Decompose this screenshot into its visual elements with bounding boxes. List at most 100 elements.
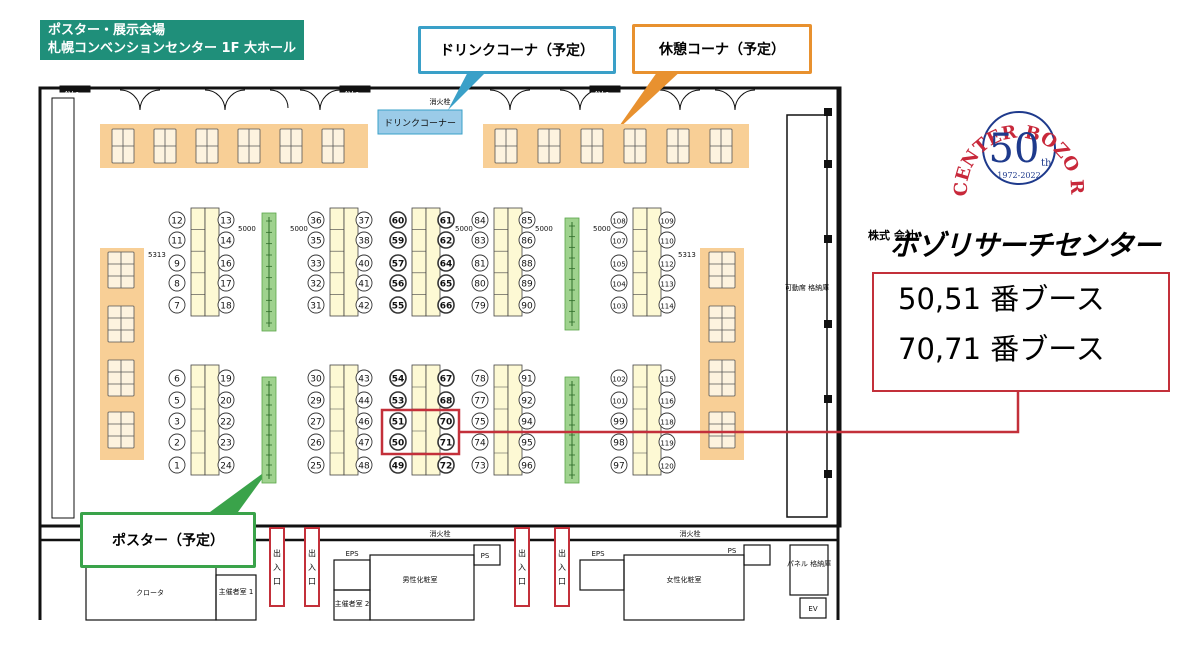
- booth-number: 62: [440, 237, 453, 247]
- booth-number: 41: [358, 280, 369, 290]
- booth-number: 94: [521, 418, 533, 428]
- booth-13: 13: [217, 211, 235, 229]
- booth-75: 75: [471, 412, 489, 430]
- exit-label-char: 入: [273, 563, 281, 572]
- exit-label-char: 入: [518, 563, 526, 572]
- booth-64: 64: [437, 254, 455, 272]
- booth-number: 120: [660, 463, 673, 471]
- booth-19: 19: [217, 369, 235, 387]
- booth-11: 11: [168, 231, 186, 249]
- poster-callout: ポスター（予定）: [80, 512, 256, 568]
- booth-number: 70: [440, 418, 453, 428]
- svg-text:主催者室 1: 主催者室 1: [219, 587, 254, 596]
- exit-label-char: 口: [558, 577, 566, 586]
- booth-74: 74: [471, 433, 489, 451]
- svg-text:PS: PS: [481, 552, 490, 560]
- booth-72: 72: [437, 456, 455, 474]
- booth-3: 3: [168, 412, 186, 430]
- rest-area-right: [483, 124, 749, 168]
- booth-strip: [493, 207, 509, 317]
- svg-text:男性化粧室: 男性化粧室: [403, 575, 438, 584]
- booth-number: 86: [521, 237, 533, 247]
- booth-59: 59: [389, 231, 407, 249]
- booth-60: 60: [389, 211, 407, 229]
- booth-2: 2: [168, 433, 186, 451]
- booth-strip: [190, 207, 206, 317]
- exit-3: [514, 527, 530, 607]
- svg-text:消火栓: 消火栓: [430, 529, 451, 538]
- booth-57: 57: [389, 254, 407, 272]
- booth-number: 18: [220, 302, 232, 312]
- booth-12: 12: [168, 211, 186, 229]
- booth-30: 30: [307, 369, 325, 387]
- booth-number: 108: [612, 218, 625, 226]
- booth-number: 46: [358, 418, 370, 428]
- booth-number: 7: [174, 302, 180, 312]
- booth-strip: [204, 364, 220, 476]
- booth-number: 8: [174, 280, 180, 290]
- booth-number: 109: [660, 218, 673, 226]
- booth-number: 23: [220, 439, 231, 449]
- booth-number: 73: [474, 462, 485, 472]
- booth-95: 95: [518, 433, 536, 451]
- booth-20: 20: [217, 391, 235, 409]
- distance-labels: 5000 5000 5000 5000 5000 5313 5313: [148, 225, 696, 259]
- svg-text:5000: 5000: [290, 225, 308, 233]
- exit-label-char: 出: [308, 548, 316, 558]
- booth-number: 54: [392, 375, 405, 385]
- booth-strip: [204, 207, 220, 317]
- booth-54: 54: [389, 369, 407, 387]
- booth-number: 61: [440, 217, 453, 227]
- booth-number: 12: [171, 217, 182, 227]
- booth-120: 120: [658, 456, 676, 474]
- booth-number: 35: [310, 237, 321, 247]
- booth-5: 5: [168, 391, 186, 409]
- svg-text:EPS: EPS: [345, 550, 359, 558]
- booth-37: 37: [355, 211, 373, 229]
- booth-44: 44: [355, 391, 373, 409]
- booth-27: 27: [307, 412, 325, 430]
- booth-number: 37: [358, 217, 369, 227]
- booth-26: 26: [307, 433, 325, 451]
- booth-114: 114: [658, 296, 676, 314]
- exit-label-char: 出: [273, 548, 281, 558]
- drink-callout: ドリンクコーナ（予定）: [418, 26, 616, 74]
- booth-number: 115: [660, 376, 673, 384]
- booth-strip: [329, 207, 345, 317]
- booth-number: 107: [612, 238, 625, 246]
- booth-number: 11: [171, 237, 182, 247]
- booth-102: 102: [610, 369, 628, 387]
- booth-number: 101: [612, 398, 625, 406]
- booth-8: 8: [168, 274, 186, 292]
- booth-number: 113: [660, 281, 673, 289]
- booth-number: 97: [613, 462, 624, 472]
- booth-32: 32: [307, 274, 325, 292]
- av-label: AV-a: [64, 90, 80, 98]
- booth-62: 62: [437, 231, 455, 249]
- exit-label-char: 口: [518, 577, 526, 586]
- booth-number: 26: [310, 439, 322, 449]
- booth-number: 92: [521, 397, 532, 407]
- booth-number: 20: [220, 397, 232, 407]
- booth-115: 115: [658, 369, 676, 387]
- poster-strips: [261, 212, 580, 484]
- booth-number: 36: [310, 217, 322, 227]
- booth-103: 103: [610, 296, 628, 314]
- booth-14: 14: [217, 231, 235, 249]
- booth-strip: [411, 364, 427, 476]
- svg-text:5313: 5313: [148, 251, 166, 259]
- booth-46: 46: [355, 412, 373, 430]
- booth-50: 50: [389, 433, 407, 451]
- booth-number: 19: [220, 375, 232, 385]
- booth-number: 25: [310, 462, 321, 472]
- booth-97: 97: [610, 456, 628, 474]
- booth-56: 56: [389, 274, 407, 292]
- booth-1: 1: [168, 456, 186, 474]
- booth-101: 101: [610, 391, 628, 409]
- booth-strip: [329, 364, 345, 476]
- booth-66: 66: [437, 296, 455, 314]
- svg-text:クロータ: クロータ: [136, 588, 164, 597]
- booth-number: 71: [440, 439, 453, 449]
- booth-number: 116: [660, 398, 674, 406]
